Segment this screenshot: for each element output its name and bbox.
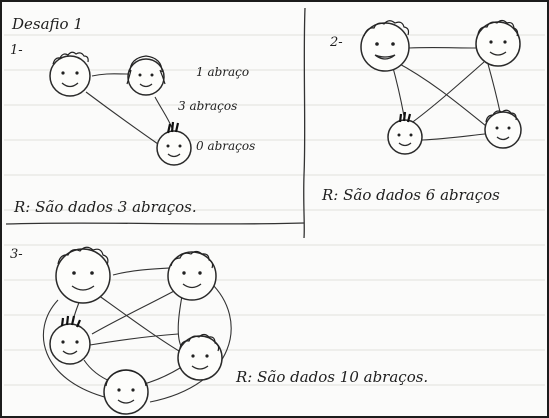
problem-2-edge [421,133,486,141]
problem-1-graph [49,51,192,166]
problem-3-edge [177,295,183,349]
problem-2-graph [360,19,522,155]
smiling-face-icon [484,109,522,149]
curly-hair-icon [170,250,214,269]
spiky-hair-icon [60,315,82,328]
problem-2-number: 2- [329,35,343,50]
problem-2-edge [395,61,487,127]
curly-hair-icon [485,109,517,123]
horizontal-divider [5,222,305,225]
curly-hair-icon [179,333,220,352]
spiky-hair-icon [398,111,412,123]
problem-1-edge-label: 3 abraços [178,99,237,113]
problem-3-edge [112,267,171,276]
problem-3-edge [143,367,181,385]
smiling-face-icon [360,20,410,72]
smiling-face-icon [177,333,223,381]
problem-3-edge [89,333,179,346]
problem-3-edge [97,294,185,355]
problem-2-edge [487,63,501,113]
problem-1-answer: R: São dados 3 abraços. [13,198,197,216]
problem-1-edge [85,91,159,145]
smiling-face-icon [49,315,91,365]
curly-hair-icon [477,19,519,37]
vertical-divider [303,7,306,239]
smiling-face-icon [156,121,192,166]
problem-3-graph [42,246,232,415]
smiling-face-icon [167,250,217,301]
problem-3-edge [91,289,177,335]
problem-2-edge [409,61,485,125]
smiling-face-icon [475,19,521,67]
problem-1-edge-label: 0 abraços [196,139,255,153]
ruled-lines [4,34,545,386]
problem-2-answer: R: São dados 6 abraços [321,186,500,204]
smiling-face-icon [49,51,91,97]
problem-1-number: 1- [10,43,23,58]
smiling-face-icon [55,246,111,304]
smiling-face-icon [103,369,149,415]
problem-3-answer: R: São dados 10 abraços. [235,368,428,386]
problem-2-edge [391,63,405,117]
curly-hair-icon [57,246,109,266]
spiky-hair-icon [166,121,180,134]
problem-1-edge [91,73,129,77]
problem-3-edge [149,281,232,403]
smiling-face-icon [126,55,166,96]
problem-1-edge [154,96,173,129]
problem-3-number: 3- [10,247,23,262]
smiling-face-icon [387,111,423,155]
problem-1-edge-label: 1 abraço [196,65,249,79]
problem-3-edge [42,299,109,399]
worksheet-title: Desafio 1 [11,15,83,33]
